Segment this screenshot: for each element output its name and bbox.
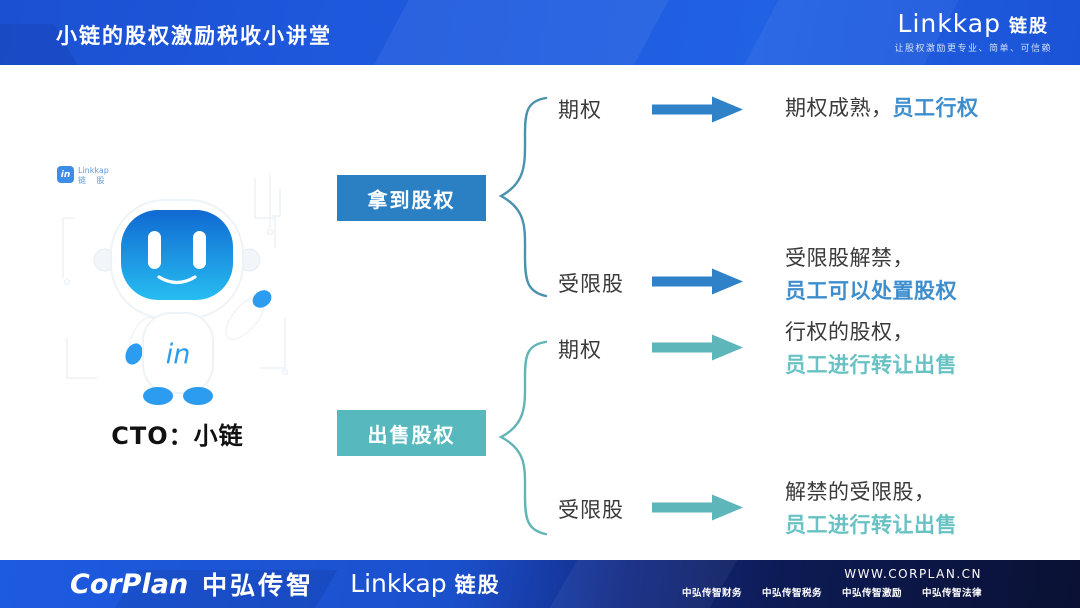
page-title: 小链的股权激励税收小讲堂 [56,24,332,48]
brand-tagline: 让股权激励更专业、简单、可信赖 [894,44,1052,54]
robot-eye [193,231,206,269]
robot-eye [148,231,161,269]
header-bar: 小链的股权激励税收小讲堂 Linkkap 链股 让股权激励更专业、简单、可信赖 [0,0,1080,65]
linkkap-icon: in [57,166,74,183]
footer-logos: CorPlan 中弘传智 Linkkap 链股 [70,560,501,608]
stage-box-sell-equity: 出售股权 [337,410,486,456]
branch-description: 受限股解禁， 员工可以处置股权 [785,242,957,308]
service-item: 中弘传智法律 [921,588,982,599]
arrow-right-icon [652,96,743,123]
branch-description: 期权成熟，员工行权 [785,92,979,125]
robot-foot [183,387,213,405]
branch-label-option: 期权 [558,98,602,122]
linkkap-name-cn: 链股 [454,573,501,597]
service-item: 中弘传智财务 [681,588,742,599]
brand-logo: Linkkap 链股 让股权激励更专业、简单、可信赖 [894,9,1052,54]
corplan-logo: CorPlan [70,568,189,600]
brand-wordmark: Linkkap [897,9,1001,38]
mascot-panel: in in Linkkap 链 股 [55,158,300,413]
robot-smile [157,275,197,285]
robot-body [142,312,214,394]
description-plain: 期权成熟， [785,96,893,120]
description-highlight: 员工进行转让出售 [785,353,957,377]
arrow-right-icon [652,334,743,361]
branch-label-restricted-stock: 受限股 [558,272,624,296]
branch-description: 行权的股权， 员工进行转让出售 [785,316,957,382]
curly-brace-top [498,96,548,298]
description-highlight: 员工行权 [892,96,979,120]
watermark-logo: in Linkkap 链 股 [57,166,109,185]
robot-mascot-illustration: in [62,173,289,405]
robot-hand [125,343,143,365]
circuit-pattern [62,173,289,379]
branch-label-restricted-stock: 受限股 [558,498,624,522]
linkkap-logo: Linkkap 链股 [350,569,500,599]
service-list: 中弘传智财务 中弘传智税务 中弘传智激励 中弘传智法律 [682,585,982,599]
branch-description: 解禁的受限股， 员工进行转让出售 [785,476,957,542]
curly-brace-bottom [498,340,548,536]
website-url: WWW.CORPLAN.CN [844,567,982,581]
stage-box-get-equity: 拿到股权 [337,175,486,221]
mascot-caption: CTO：小链 [111,422,244,450]
description-plain: 受限股解禁， [785,246,914,270]
robot-hand [252,290,272,308]
branch-label-option: 期权 [558,338,602,362]
watermark-wordmark: Linkkap [78,166,109,175]
footer-info: WWW.CORPLAN.CN 中弘传智财务 中弘传智税务 中弘传智激励 中弘传智… [682,567,982,599]
corplan-name-cn: 中弘传智 [202,571,315,600]
description-plain: 解禁的受限股， [785,480,936,504]
robot-chest-logo: in [166,339,191,370]
description-highlight: 员工可以处置股权 [785,279,957,303]
brand-name-cn: 链股 [1008,16,1049,37]
robot-foot [143,387,173,405]
header-decoration [355,0,685,65]
description-highlight: 员工进行转让出售 [785,513,957,537]
footer-bar: CorPlan 中弘传智 Linkkap 链股 WWW.CORPLAN.CN 中… [0,560,1080,608]
linkkap-wordmark: Linkkap [350,569,447,598]
description-plain: 行权的股权， [785,320,914,344]
service-item: 中弘传智激励 [841,588,902,599]
arrow-right-icon [652,268,743,295]
arrow-right-icon [652,494,743,521]
service-item: 中弘传智税务 [761,588,822,599]
watermark-cn: 链 股 [78,176,109,185]
robot-face-screen [121,210,233,300]
